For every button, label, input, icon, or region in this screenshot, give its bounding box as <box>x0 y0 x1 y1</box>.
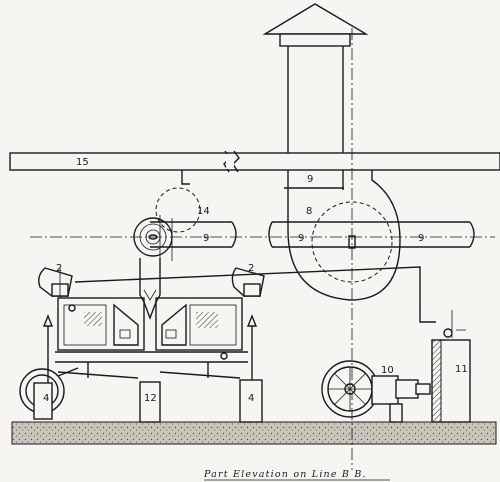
label-hopper-right: 2 <box>248 263 254 274</box>
label-hopper-left: 2 <box>56 263 62 274</box>
pulley-left <box>19 367 79 420</box>
machine-right <box>155 297 243 351</box>
drawing-caption: Part Elevation on Line B B. <box>203 469 367 480</box>
label-pulley-left: 4 <box>43 393 49 404</box>
label-duct-right: 9 <box>418 233 424 244</box>
exhaust-hood <box>262 3 369 190</box>
label-riser: 8 <box>306 206 312 217</box>
label-elbow: 14 <box>197 206 210 217</box>
overhead-beam <box>9 150 500 185</box>
label-post-right: 4 <box>248 393 254 404</box>
electric-motor <box>321 360 431 423</box>
hopper-right <box>231 267 265 297</box>
duct-left <box>133 187 237 261</box>
belt-line <box>74 266 436 323</box>
fan-casing <box>287 170 401 301</box>
hopper-left <box>38 267 73 300</box>
pedestal-centre <box>139 381 161 423</box>
label-duct-left: 9 <box>203 233 209 244</box>
label-pedestal: 12 <box>144 393 157 404</box>
label-motor: 10 <box>381 365 394 376</box>
centre-chute <box>139 258 161 320</box>
label-beam: 15 <box>76 157 89 168</box>
duct-right <box>268 221 475 248</box>
label-hood: 9 <box>307 174 313 185</box>
label-duct-mid: 9 <box>298 233 304 244</box>
cabinet <box>419 300 471 423</box>
label-cabinet: 11 <box>455 364 468 375</box>
floor-slab <box>11 421 497 445</box>
post-right <box>239 379 263 423</box>
